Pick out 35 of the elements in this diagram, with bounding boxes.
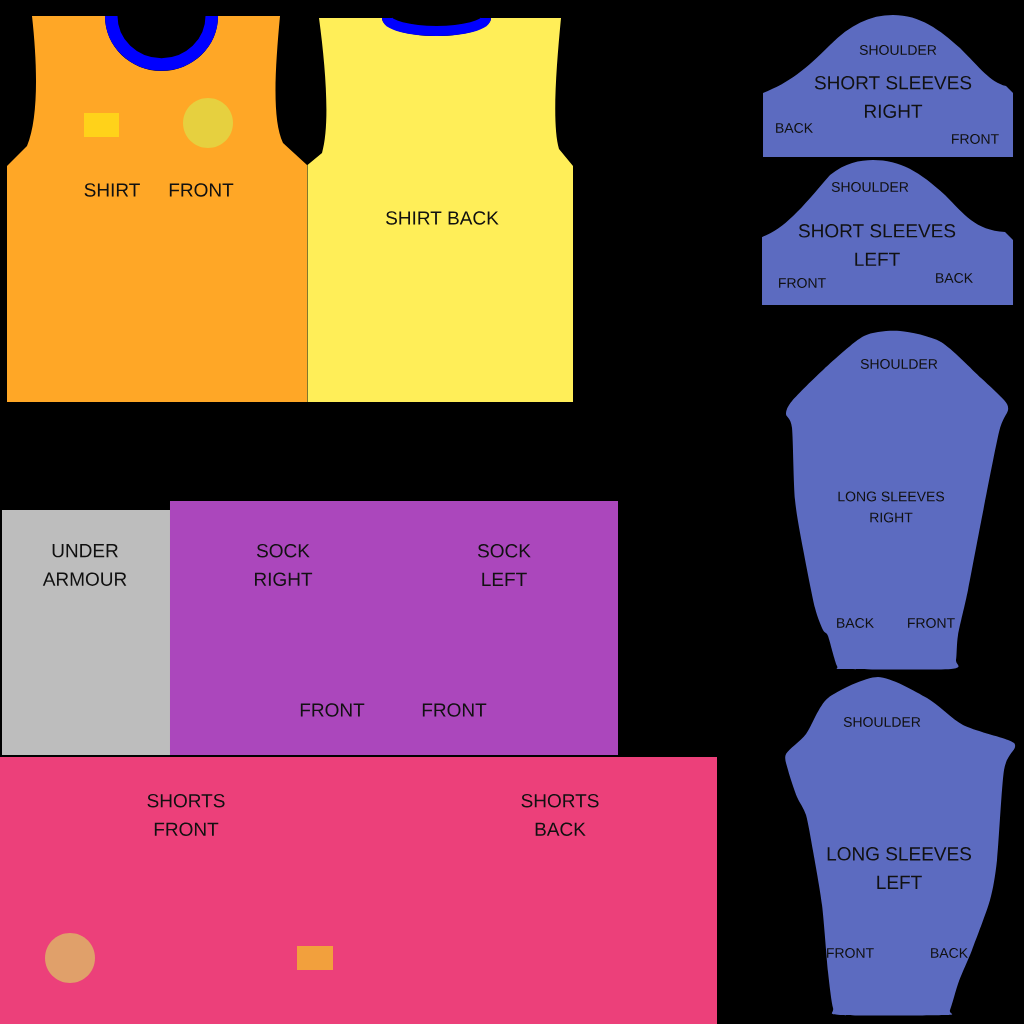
panel-label: FRONT — [300, 703, 365, 717]
panel-label: FRONT — [827, 948, 874, 958]
panel-label: SHOULDER — [860, 359, 938, 369]
panel-label: FRONT — [779, 278, 826, 288]
panel-title: SHORT SLEEVES RIGHT — [814, 76, 972, 118]
socks-panel — [170, 501, 618, 755]
shorts-panel — [0, 757, 717, 1024]
shirt-front-panel — [7, 16, 307, 402]
panel-label: SHOULDER — [843, 717, 921, 727]
panel-title: SHORTS FRONT — [147, 794, 225, 836]
panel-title: SHORT SLEEVES LEFT — [798, 224, 956, 266]
panel-title: SOCK RIGHT — [255, 544, 313, 586]
panel-title: SHORTS BACK — [521, 794, 599, 836]
panel-label: SHOULDER — [859, 45, 937, 55]
panel-title: SHIRT — [84, 183, 140, 197]
panel-label: BACK — [936, 273, 973, 283]
sleeve-panel — [786, 330, 1009, 670]
panel-label: BACK — [776, 123, 813, 133]
panel-label: FRONT — [952, 134, 999, 144]
panel-title: LONG SLEEVES RIGHT — [838, 491, 945, 523]
panel-title: FRONT — [169, 183, 234, 197]
panel-label: FRONT — [908, 618, 955, 628]
panel-label: BACK — [837, 618, 874, 628]
panel-label: BACK — [931, 948, 968, 958]
panel-label: SHOULDER — [831, 182, 909, 192]
shirt-back-panel — [307, 18, 573, 402]
panel-title: SHIRT BACK — [386, 211, 499, 225]
panel-title: UNDER ARMOUR — [42, 544, 127, 586]
panel-title: LONG SLEEVES LEFT — [827, 847, 971, 889]
sleeve-panel — [785, 677, 1016, 1016]
sleeve-panel — [763, 15, 1013, 157]
undershirt-panel — [2, 510, 170, 755]
panel-label: FRONT — [422, 703, 487, 717]
panel-title: SOCK LEFT — [477, 544, 531, 586]
sleeve-panel — [762, 160, 1013, 305]
